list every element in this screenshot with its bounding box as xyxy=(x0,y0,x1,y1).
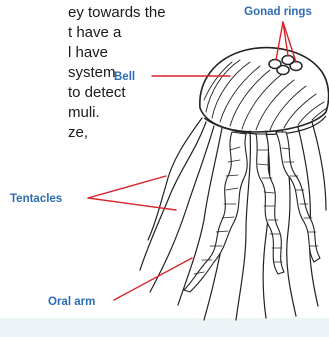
oral-arm-label: Oral arm xyxy=(48,296,95,308)
tentacles-leader xyxy=(88,198,176,210)
oral-arm-leader xyxy=(114,258,192,300)
tentacles-leader xyxy=(88,176,166,198)
tentacles-label: Tentacles xyxy=(10,193,62,205)
bell-label: Bell xyxy=(114,71,135,83)
gonad-rings-label: Gonad rings xyxy=(244,6,312,18)
